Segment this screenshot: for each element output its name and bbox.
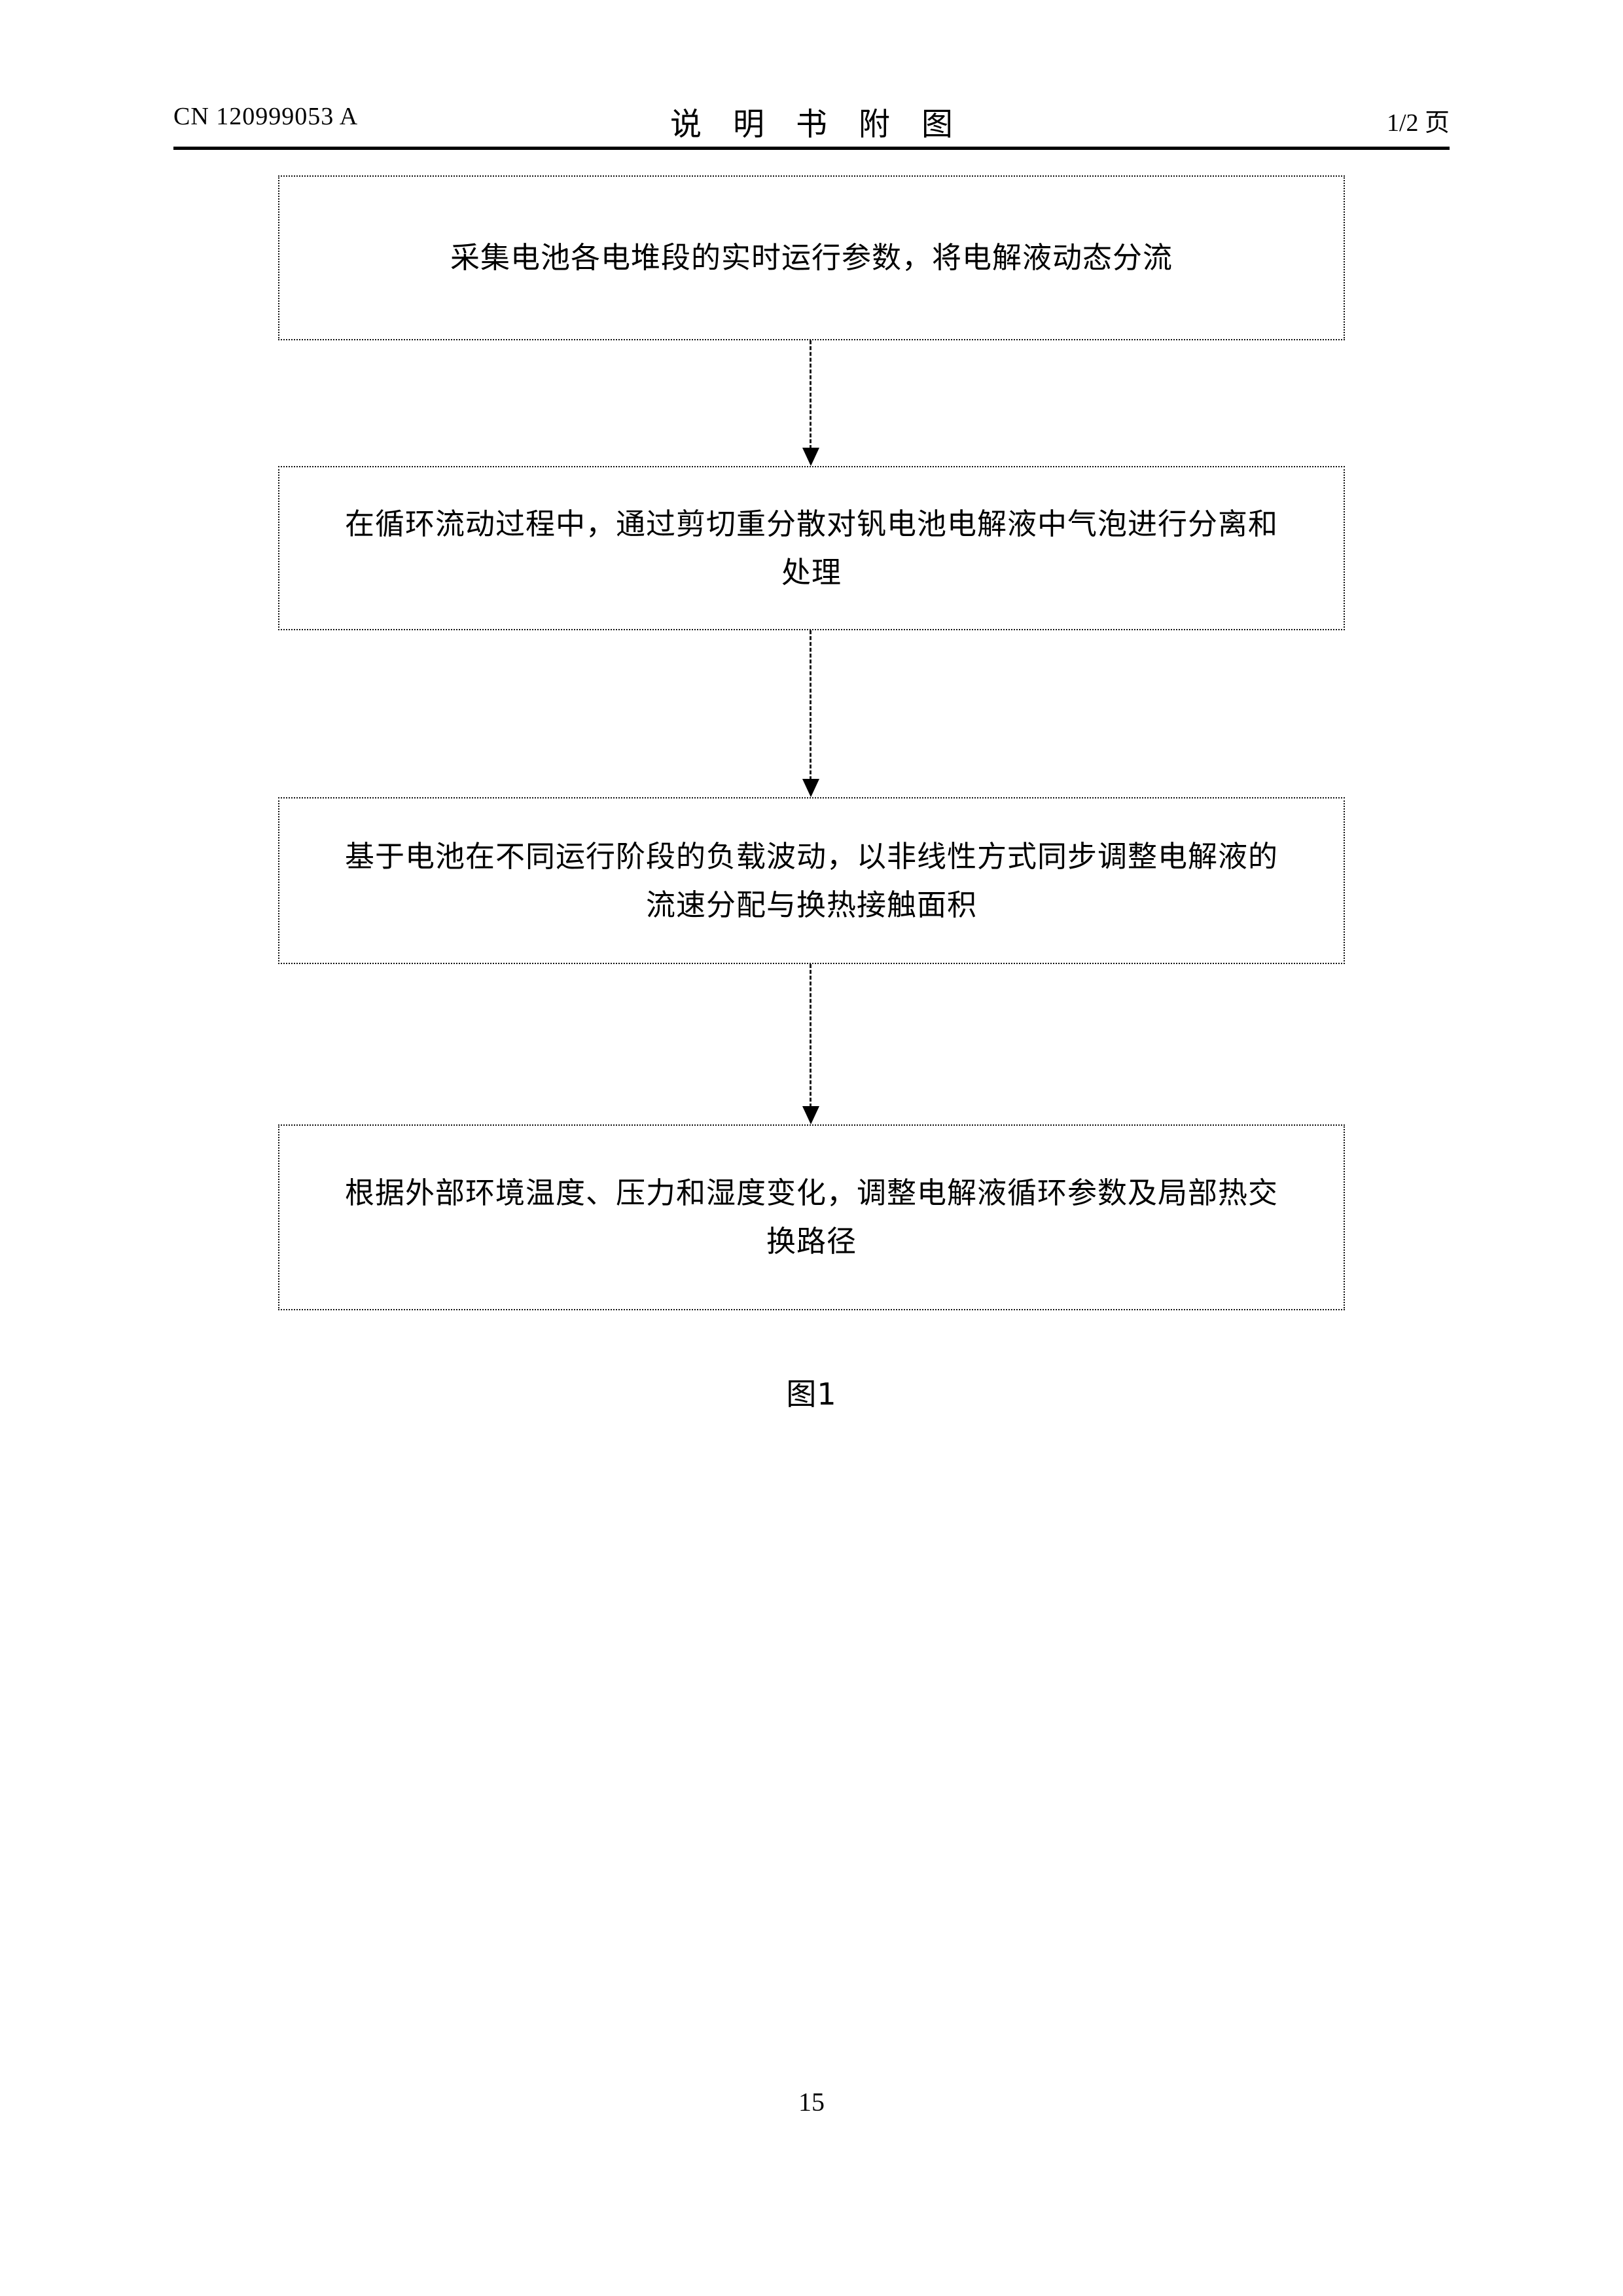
flowchart-step-2: 在循环流动过程中，通过剪切重分散对钒电池电解液中气泡进行分离和处理 [278, 466, 1345, 630]
flowchart-step-2-label: 在循环流动过程中，通过剪切重分散对钒电池电解液中气泡进行分离和处理 [344, 506, 1278, 590]
arrow-head-icon [802, 448, 819, 466]
figure-caption: 图1 [786, 1376, 837, 1412]
page-number: 15 [798, 2087, 825, 2117]
flowchart-step-4: 根据外部环境温度、压力和湿度变化，调整电解液循环参数及局部热交换路径 [278, 1124, 1345, 1310]
publication-number: CN 120999053 A [173, 103, 359, 130]
flowchart-arrow-3-4 [802, 964, 819, 1124]
document-title: 说 明 书 附 图 [669, 107, 965, 142]
arrow-stem [810, 340, 812, 449]
page-indicator: 1/2 页 [1386, 109, 1450, 137]
flowchart-step-3-label: 基于电池在不同运行阶段的负载波动，以非线性方式同步调整电解液的流速分配与换热接触… [344, 838, 1278, 922]
header-divider-rule [173, 147, 1450, 150]
flowchart-step-4-label: 根据外部环境温度、压力和湿度变化，调整电解液循环参数及局部热交换路径 [344, 1175, 1278, 1259]
arrow-stem [810, 630, 812, 780]
arrow-head-icon [802, 1106, 819, 1124]
arrow-head-icon [802, 779, 819, 797]
page-header: CN 120999053 A 说 明 书 附 图 1/2 页 [173, 98, 1450, 144]
arrow-stem [810, 964, 812, 1107]
flowchart-step-1: 采集电池各电堆段的实时运行参数，将电解液动态分流 [278, 175, 1345, 340]
flowchart-figure-1: 采集电池各电堆段的实时运行参数，将电解液动态分流 在循环流动过程中，通过剪切重分… [278, 175, 1345, 1310]
flowchart-arrow-2-3 [802, 630, 819, 797]
flowchart-arrow-1-2 [802, 340, 819, 466]
flowchart-step-1-label: 采集电池各电堆段的实时运行参数，将电解液动态分流 [450, 240, 1173, 275]
flowchart-step-3: 基于电池在不同运行阶段的负载波动，以非线性方式同步调整电解液的流速分配与换热接触… [278, 797, 1345, 964]
